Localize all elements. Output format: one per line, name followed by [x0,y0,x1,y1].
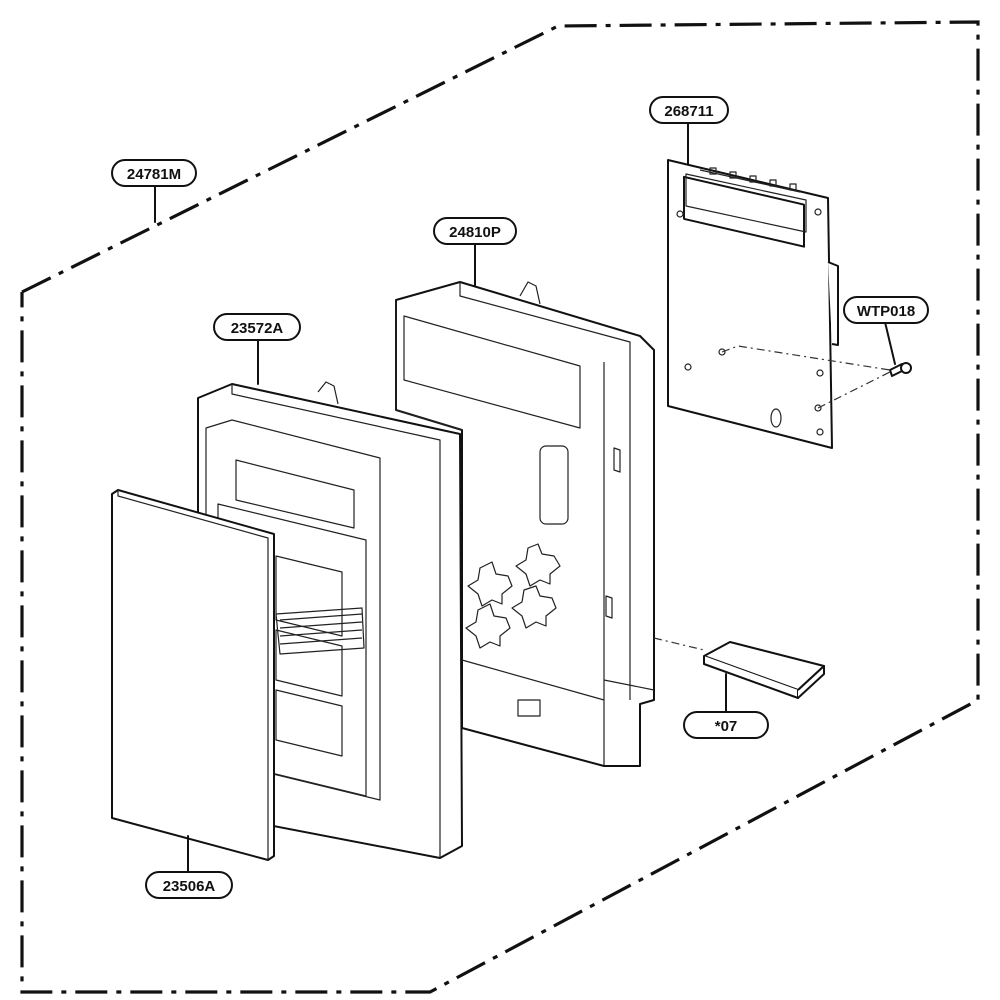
callout-23506a-text: 23506A [163,878,216,895]
callout-23506a: 23506A [145,871,233,899]
pcb-components [709,167,797,191]
callout-268711-text: 268711 [664,103,713,120]
screw-part [889,362,912,377]
leader-lines [154,121,896,873]
key-cutouts [465,543,561,649]
assembly-boundary [20,20,980,994]
callout-24810p: 24810P [433,217,517,245]
flat-cable-part [653,637,825,699]
callout-268711: 268711 [649,96,729,124]
callout-23572a-text: 23572A [231,320,284,337]
callout-07: *07 [683,711,769,739]
holder-frame [395,281,655,767]
callout-wtp018: WTP018 [843,296,929,324]
callout-wtp018-text: WTP018 [857,303,915,320]
decor-sheet [111,489,275,861]
callout-07-text: *07 [715,718,738,735]
pcb-board [667,159,891,449]
callout-23572a: 23572A [213,313,301,341]
callout-24781m-text: 24781M [127,166,181,183]
callout-labels: 24781M 268711 24810P WTP018 23572A *07 2… [111,96,929,899]
callout-24781m: 24781M [111,159,197,187]
callout-24810p-text: 24810P [449,224,501,241]
